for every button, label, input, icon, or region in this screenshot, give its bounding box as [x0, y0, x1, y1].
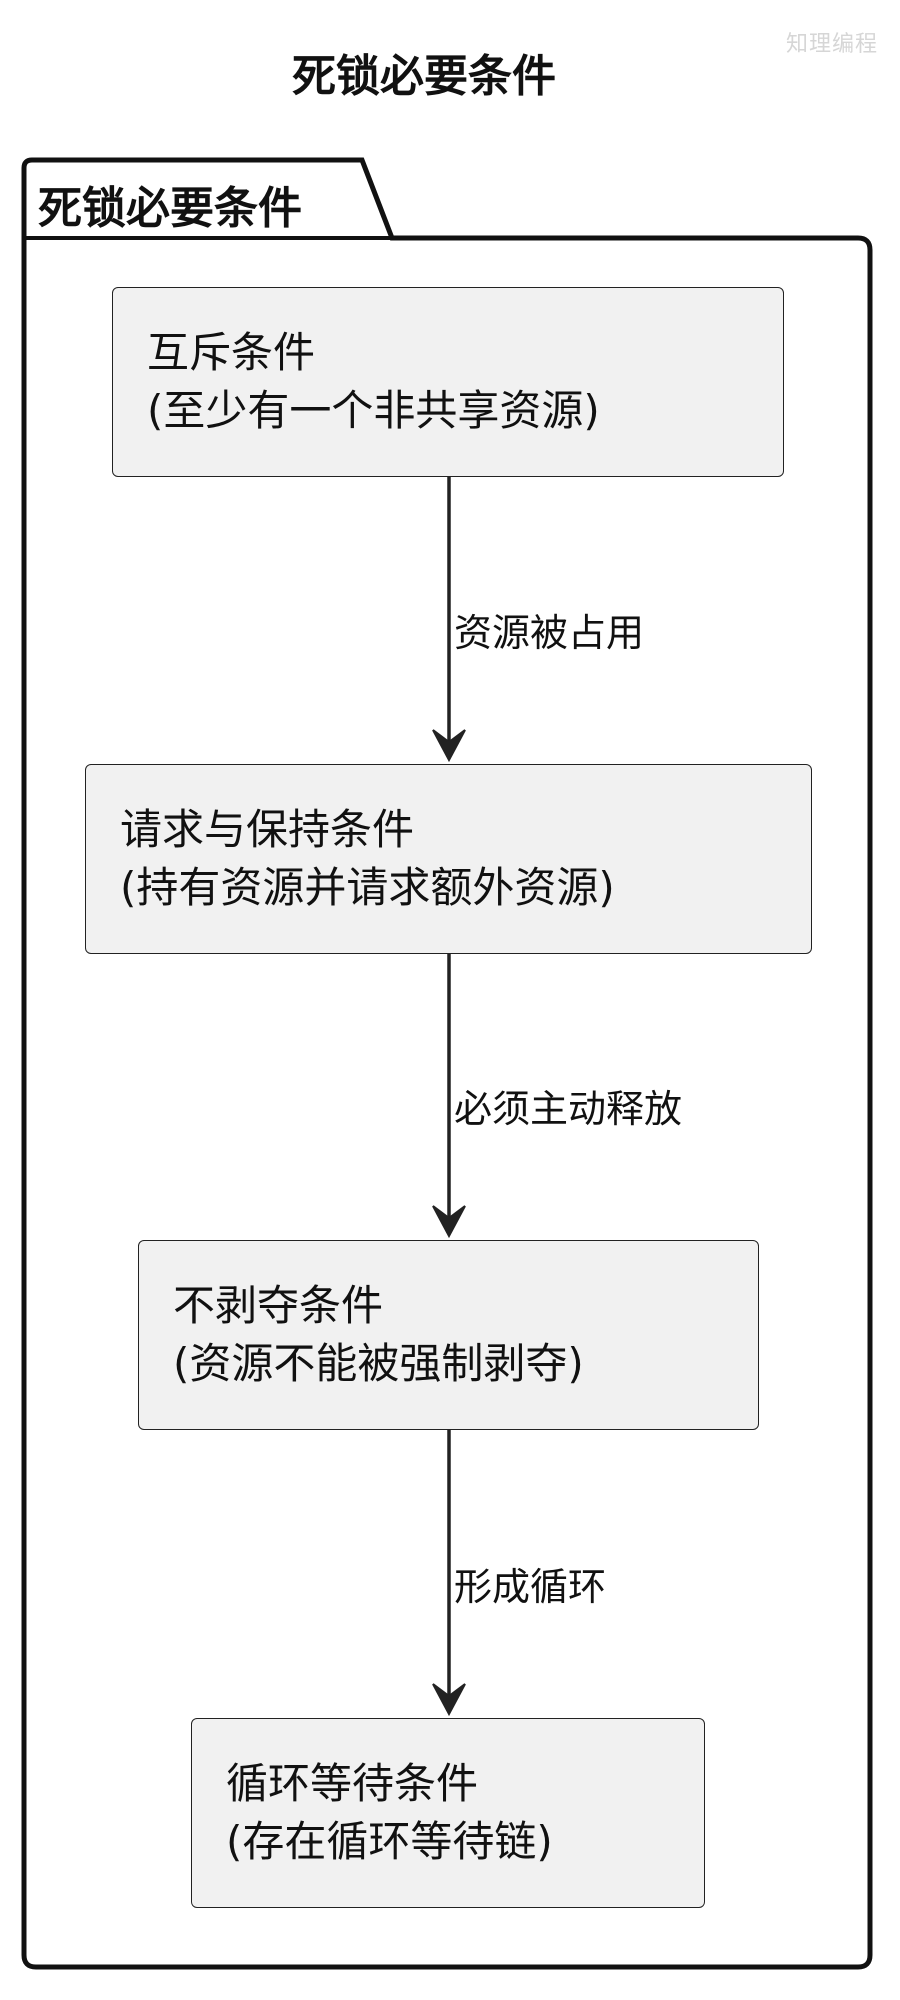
package-label: 死锁必要条件	[38, 183, 302, 234]
edge-arrow-1	[432, 729, 466, 763]
node-title: 循环等待条件	[226, 1759, 479, 1808]
node-title: 不剥夺条件	[173, 1281, 384, 1330]
node-no-preemption: 不剥夺条件 (资源不能被强制剥夺)	[138, 1240, 759, 1430]
edge-label-3: 形成循环	[454, 1565, 607, 1609]
edge-arrow-2	[432, 1205, 466, 1239]
node-hold-and-wait: 请求与保持条件 (持有资源并请求额外资源)	[85, 764, 812, 954]
node-title: 请求与保持条件	[120, 805, 415, 854]
edge-label-2: 必须主动释放	[454, 1087, 683, 1131]
edge-arrow-3	[432, 1683, 466, 1717]
diagram-title: 死锁必要条件	[292, 51, 556, 102]
node-description: (存在循环等待链)	[226, 1817, 553, 1866]
node-circular-wait: 循环等待条件 (存在循环等待链)	[191, 1718, 705, 1908]
edge-label-1: 资源被占用	[454, 611, 645, 655]
node-description: (至少有一个非共享资源)	[147, 386, 600, 435]
watermark: 知理编程	[785, 32, 878, 57]
node-mutual-exclusion: 互斥条件 (至少有一个非共享资源)	[112, 287, 784, 477]
node-title: 互斥条件	[147, 328, 316, 377]
package-outline	[21, 157, 873, 1970]
node-description: (资源不能被强制剥夺)	[173, 1339, 584, 1388]
node-description: (持有资源并请求额外资源)	[120, 863, 615, 912]
